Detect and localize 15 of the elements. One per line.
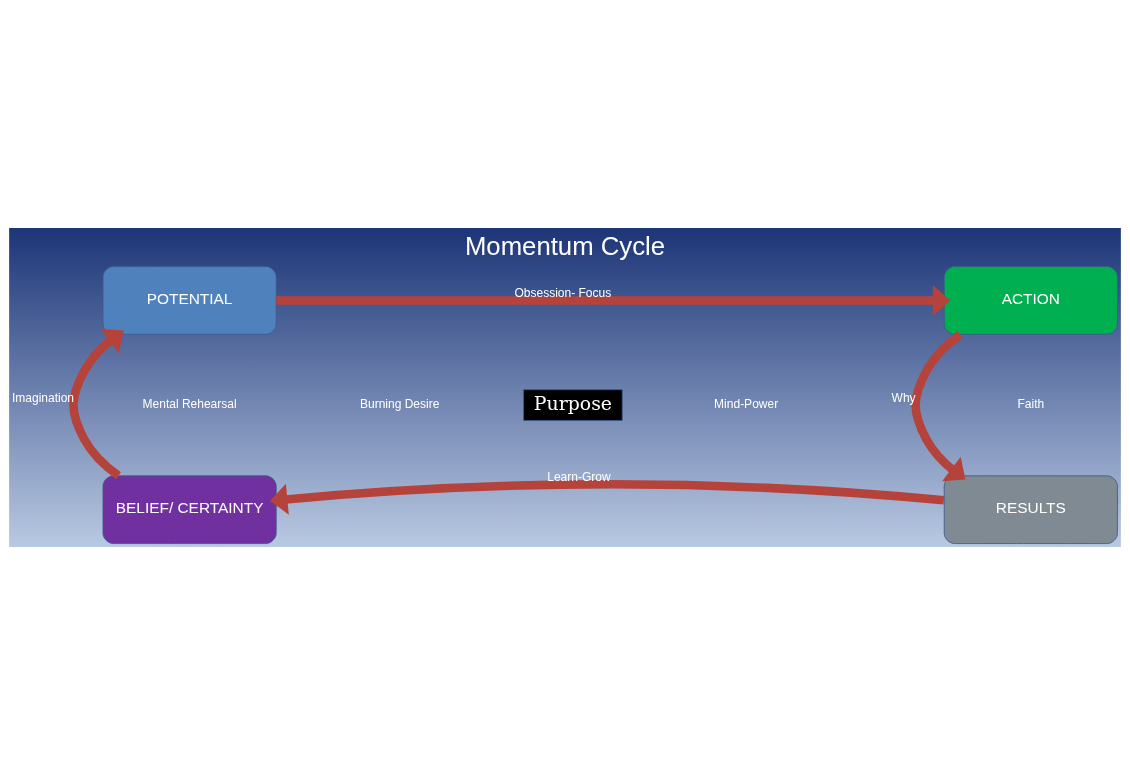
arrow — [269, 480, 945, 515]
node-box: BELIEF/ CERTAINTY — [102, 475, 277, 544]
node-box: POTENTIAL — [102, 266, 277, 335]
node-box: RESULTS — [943, 475, 1118, 544]
arrow — [276, 285, 951, 316]
node-box: Purpose — [523, 389, 623, 421]
label: Mental Rehearsal — [142, 397, 237, 412]
node-box: ACTION — [943, 266, 1118, 335]
arrow — [69, 328, 124, 480]
edge-label: Obsession- Focus — [514, 286, 612, 301]
arrow — [911, 331, 966, 482]
diagram-title: Momentum Cycle — [464, 232, 666, 261]
label: Burning Desire — [360, 397, 440, 412]
label: Faith — [1017, 397, 1045, 412]
label: Mind-Power — [714, 397, 779, 412]
